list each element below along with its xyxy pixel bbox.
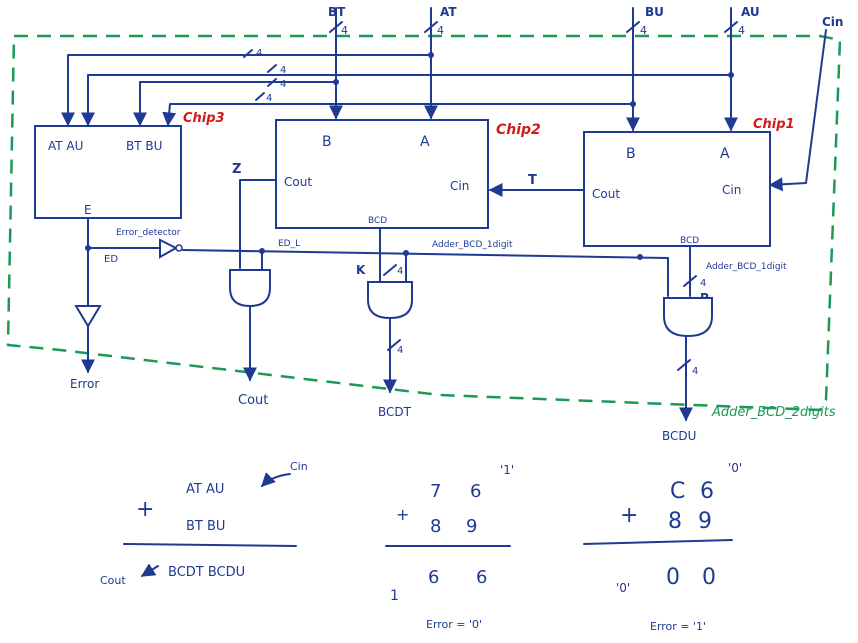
chip3-label: Error_detector xyxy=(116,228,181,238)
bcdu-and-gate xyxy=(663,297,713,338)
bt-label: BT xyxy=(328,5,346,19)
bus-width-3: 4 xyxy=(280,79,286,90)
t-label: T xyxy=(528,173,537,188)
chip1-a: A xyxy=(720,146,730,162)
at-width: 4 xyxy=(437,24,444,37)
ex1-r-u: 6 xyxy=(476,567,487,588)
ex1-a-t: 7 xyxy=(430,481,441,502)
chip1-cout: Cout xyxy=(592,187,620,201)
ex2-a-u: 6 xyxy=(700,479,714,504)
bus-width-1: 4 xyxy=(256,48,262,59)
bt-width: 4 xyxy=(341,24,348,37)
generic-row2: BT BU xyxy=(186,519,225,534)
z-label: Z xyxy=(232,162,241,177)
chip2-cout: Cout xyxy=(284,175,312,189)
p-width: 4 xyxy=(700,278,706,289)
ex1-plus: + xyxy=(396,505,409,524)
ex1-a-u: 6 xyxy=(470,481,481,502)
chip1-b: B xyxy=(626,146,636,162)
inverter-gate xyxy=(159,238,179,259)
au-width: 4 xyxy=(738,24,745,37)
ex1-b-t: 8 xyxy=(430,516,441,537)
ex1-r-t: 6 xyxy=(428,567,439,588)
ex2-plus: + xyxy=(620,503,638,528)
bcdu-output-label: BCDU xyxy=(662,429,696,443)
example-generic: + Cin AT AU BT BU Cout BCDT BCDU xyxy=(100,460,308,587)
chip1-name: Chip1 xyxy=(753,117,795,132)
bus-width-4: 4 xyxy=(266,93,272,104)
cout-and-gate xyxy=(229,269,271,308)
ed-l-bus xyxy=(182,249,669,297)
chip2-bcd: BCD xyxy=(368,216,387,226)
au-label: AU xyxy=(741,5,760,19)
au-bus-to-chip3 xyxy=(81,74,732,127)
chip1-bcd: BCD xyxy=(680,236,699,246)
inverter-bubble xyxy=(175,244,183,252)
ex1-b-u: 9 xyxy=(466,516,477,537)
chip1-label: Adder_BCD_1digit xyxy=(706,262,787,272)
chip2-name: Chip2 xyxy=(496,122,541,138)
ed-label: ED xyxy=(104,254,118,265)
generic-result: BCDT BCDU xyxy=(168,565,245,580)
chip3-name: Chip3 xyxy=(183,111,225,126)
chip1-block xyxy=(583,131,771,247)
ex2-b-u: 9 xyxy=(698,509,712,534)
error-output-label: Error xyxy=(70,377,99,391)
ex2-r-t: 0 xyxy=(666,565,680,590)
chip2-a: A xyxy=(420,134,430,150)
generic-cout: Cout xyxy=(100,574,126,587)
bt-bus-to-chip3 xyxy=(133,81,337,127)
chip2-label: Adder_BCD_1digit xyxy=(432,240,513,250)
ex1-error: Error = '0' xyxy=(426,618,482,631)
chip2-cin: Cin xyxy=(450,179,469,193)
at-bus-to-chip3 xyxy=(61,54,432,127)
chip2-b: B xyxy=(322,134,332,150)
generic-plus: + xyxy=(136,497,154,522)
bcdt-output-label: BCDT xyxy=(378,405,412,419)
bus-width-2: 4 xyxy=(280,65,286,76)
ex2-b-t: 8 xyxy=(668,509,682,534)
example-1: + 7 6 '1' 8 9 1 6 6 Error = '0' xyxy=(385,463,514,631)
generic-row1: AT AU xyxy=(186,482,224,497)
ed-l-label: ED_L xyxy=(278,239,300,249)
bcdu-width: 4 xyxy=(692,366,698,377)
k-width: 4 xyxy=(397,266,403,277)
chip3-in-b: BT BU xyxy=(126,139,162,153)
ex2-r-u: 0 xyxy=(702,565,716,590)
chip3-out: E xyxy=(84,203,92,217)
z-wire xyxy=(239,179,277,269)
bu-label: BU xyxy=(645,5,664,19)
example-2: + C 6 '0' 8 9 '0' 0 0 Error = '1' xyxy=(583,461,742,633)
chip2-block xyxy=(275,119,489,229)
system-boundary xyxy=(6,34,842,412)
ex2-a-t: C xyxy=(670,479,685,504)
chip3-in-a: AT AU xyxy=(48,139,83,153)
bu-width: 4 xyxy=(640,24,647,37)
bcdt-and-gate xyxy=(367,281,413,320)
bcdt-width: 4 xyxy=(397,345,403,356)
bu-bus-to-chip3 xyxy=(162,103,634,127)
at-label: AT xyxy=(440,5,457,19)
ex2-carry-in: '0' xyxy=(728,461,742,475)
generic-cin: Cin xyxy=(290,460,308,473)
cin-label: Cin xyxy=(822,15,843,29)
cout-output-label: Cout xyxy=(238,393,268,408)
chip3-block xyxy=(34,125,182,219)
cin-wire xyxy=(768,29,827,192)
chip1-cin: Cin xyxy=(722,183,741,197)
ex2-error: Error = '1' xyxy=(650,620,706,633)
system-label: Adder_BCD_2digits xyxy=(711,405,836,420)
ex1-carry-in: '1' xyxy=(500,463,514,477)
ex1-carry-out: 1 xyxy=(390,588,399,604)
error-buffer xyxy=(74,305,102,328)
k-label: K xyxy=(356,263,366,277)
ex2-carry-out: '0' xyxy=(616,581,630,595)
